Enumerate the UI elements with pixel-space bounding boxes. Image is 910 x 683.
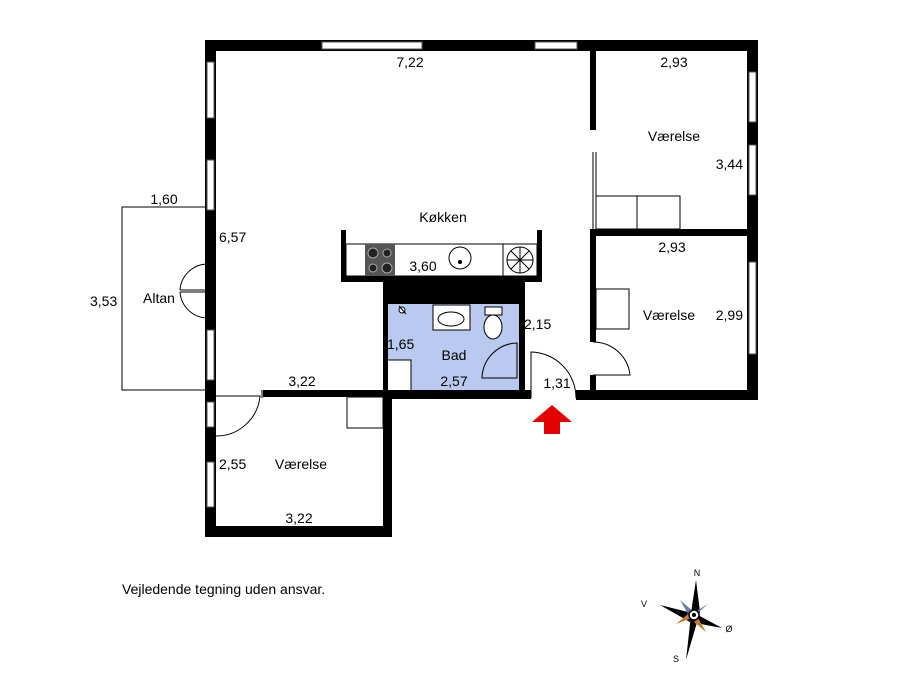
bathroom-width-label: 2,57 [440,373,467,389]
bedroom-ne-width-label: 2,93 [660,54,687,70]
toilet-icon [483,306,503,340]
sink-icon [448,246,472,270]
shower-icon [398,305,407,315]
living-width-label: 6,57 [219,229,246,245]
balcony [121,206,207,391]
balcony-width-label: 1,60 [150,191,177,207]
bedroom-ne-label: Værelse [648,128,700,144]
hob-icon [502,243,538,277]
living-wall-label: 3,22 [288,373,315,389]
compass-icon: N S Ø V [641,568,733,664]
bathroom-right-depth-label: 2,15 [524,316,551,332]
bathroom-depth-label: 1,65 [387,336,414,352]
bedroom-e-label: Værelse [643,307,695,323]
bedroom-sw-depth-label: 2,55 [219,456,246,472]
bedroom-ne-depth-label: 3,44 [716,156,743,172]
compass-north: N [694,568,701,578]
labels: 7,22 6,57 3,22 Køkken 3,60 2,93 Værelse … [90,54,743,526]
walls [205,40,758,537]
compass-west: V [641,599,647,609]
balcony-label: Altan [143,290,175,306]
furniture [346,195,681,429]
bathroom-label: Bad [442,347,467,363]
bedroom-sw-width-label: 3,22 [285,510,312,526]
kitchen-counter-label: 3,60 [409,258,436,274]
living-length-label: 7,22 [396,54,423,70]
bedroom-e-depth-label: 2,99 [716,307,743,323]
bedroom-e-width-label: 2,93 [658,239,685,255]
bathroom-fixtures [398,304,518,379]
windows [206,41,757,508]
kitchen-counter [345,243,538,277]
balcony-depth-label: 3,53 [90,293,117,309]
entrance-arrow [532,405,572,434]
bedroom-sw-label: Værelse [275,456,327,472]
kitchen-label: Køkken [419,209,466,225]
entrance-width-label: 1,31 [543,375,570,391]
compass-south: S [673,654,679,664]
disclaimer-text: Vejledende tegning uden ansvar. [122,581,326,597]
bathroom-door-swing [481,342,518,379]
compass-east: Ø [725,624,732,634]
